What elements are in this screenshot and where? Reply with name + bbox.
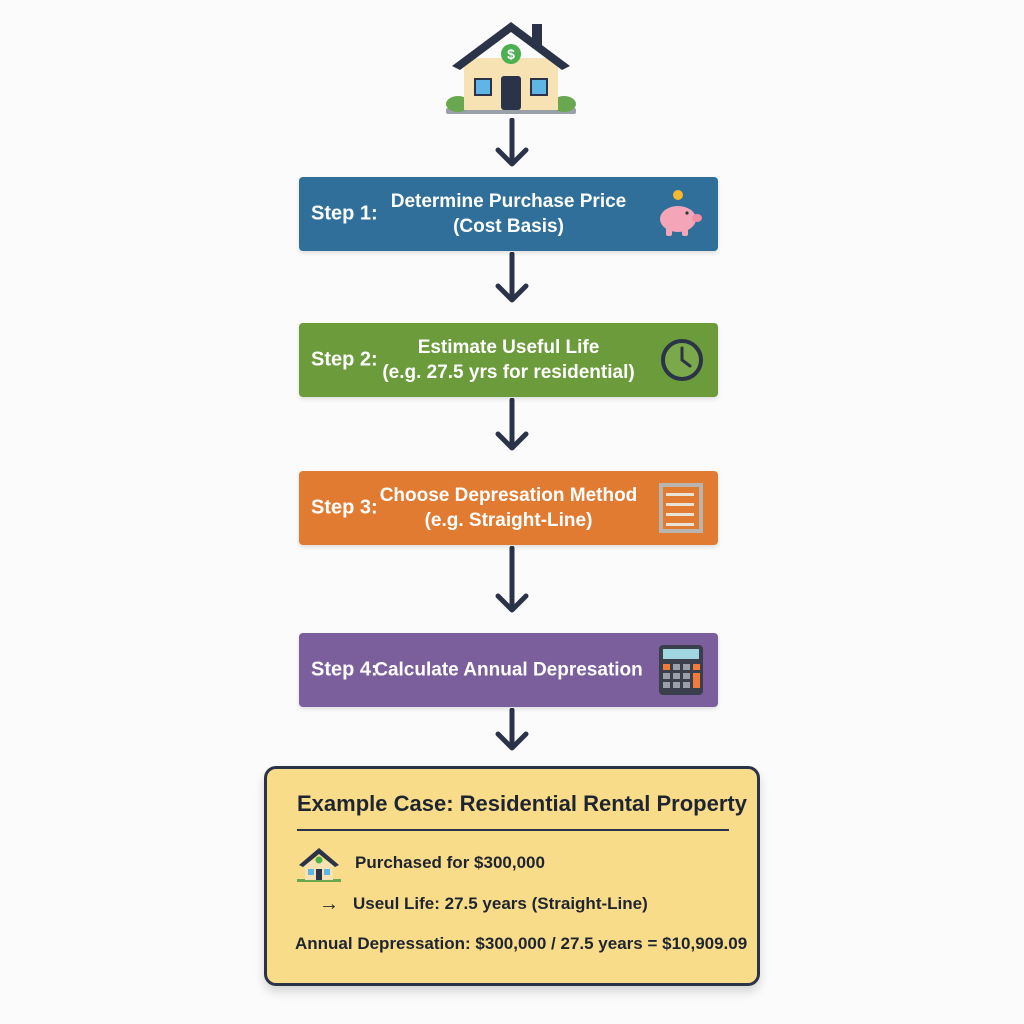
arrow-down-icon bbox=[495, 398, 529, 451]
step-text: Calculate Annual Depresation bbox=[359, 658, 658, 683]
calculator-icon bbox=[659, 645, 703, 695]
abacus-icon bbox=[659, 483, 703, 533]
purchased-text: Purchased for $300,000 bbox=[355, 853, 545, 872]
arrow-down-icon bbox=[495, 118, 529, 167]
house-dollar-icon: $ bbox=[446, 22, 576, 114]
useful-life-text: Useul Life: 27.5 years (Straight-Line) bbox=[353, 894, 648, 913]
step-title: Determine Purchase Price bbox=[390, 191, 627, 212]
arrow-down-icon bbox=[495, 252, 529, 303]
step-text: Determine Purchase Price (Cost Basis) bbox=[369, 189, 648, 239]
arrow-right-icon: → bbox=[319, 893, 339, 915]
piggy-bank-icon bbox=[660, 190, 702, 236]
step-title: Estimate Useful Life bbox=[417, 337, 600, 358]
step-4-box: Step 4: Calculate Annual Depresation bbox=[299, 633, 718, 707]
step-subtitle: (e.g. Straight-Line) bbox=[424, 510, 593, 531]
arrow-down-icon bbox=[495, 708, 529, 751]
step-1-box: Step 1: Determine Purchase Price (Cost Ba… bbox=[299, 177, 718, 251]
step-text: Choose Depresation Method (e.g. Straight-… bbox=[369, 483, 648, 533]
arrow-down-icon bbox=[495, 546, 529, 613]
step-text: Estimate Useful Life (e.g. 27.5 yrs for r… bbox=[369, 335, 648, 385]
step-2-box: Step 2: Estimate Useful Life (e.g. 27.5 y… bbox=[299, 323, 718, 397]
clock-icon bbox=[661, 339, 703, 381]
step-label: Step 3: bbox=[311, 496, 378, 519]
step-title: Calculate Annual Depresation bbox=[374, 659, 643, 681]
step-label: Step 2: bbox=[311, 348, 378, 371]
svg-text:$: $ bbox=[507, 46, 515, 62]
step-subtitle: (e.g. 27.5 yrs for residential) bbox=[382, 362, 635, 383]
house-icon bbox=[297, 848, 341, 882]
example-title: Example Case: Residential Rental Propert… bbox=[297, 791, 747, 816]
step-subtitle: (Cost Basis) bbox=[453, 216, 564, 237]
step-3-box: Step 3: Choose Depresation Method (e.g. S… bbox=[299, 471, 718, 545]
step-label: Step 1: bbox=[311, 202, 378, 225]
divider bbox=[297, 829, 729, 831]
example-case-card: Example Case: Residential Rental Propert… bbox=[264, 766, 760, 986]
step-label: Step 4: bbox=[311, 658, 378, 681]
annual-depreciation-text: Annual Depressation: $300,000 / 27.5 yea… bbox=[295, 934, 748, 953]
step-title: Choose Depresation Method bbox=[379, 485, 638, 506]
